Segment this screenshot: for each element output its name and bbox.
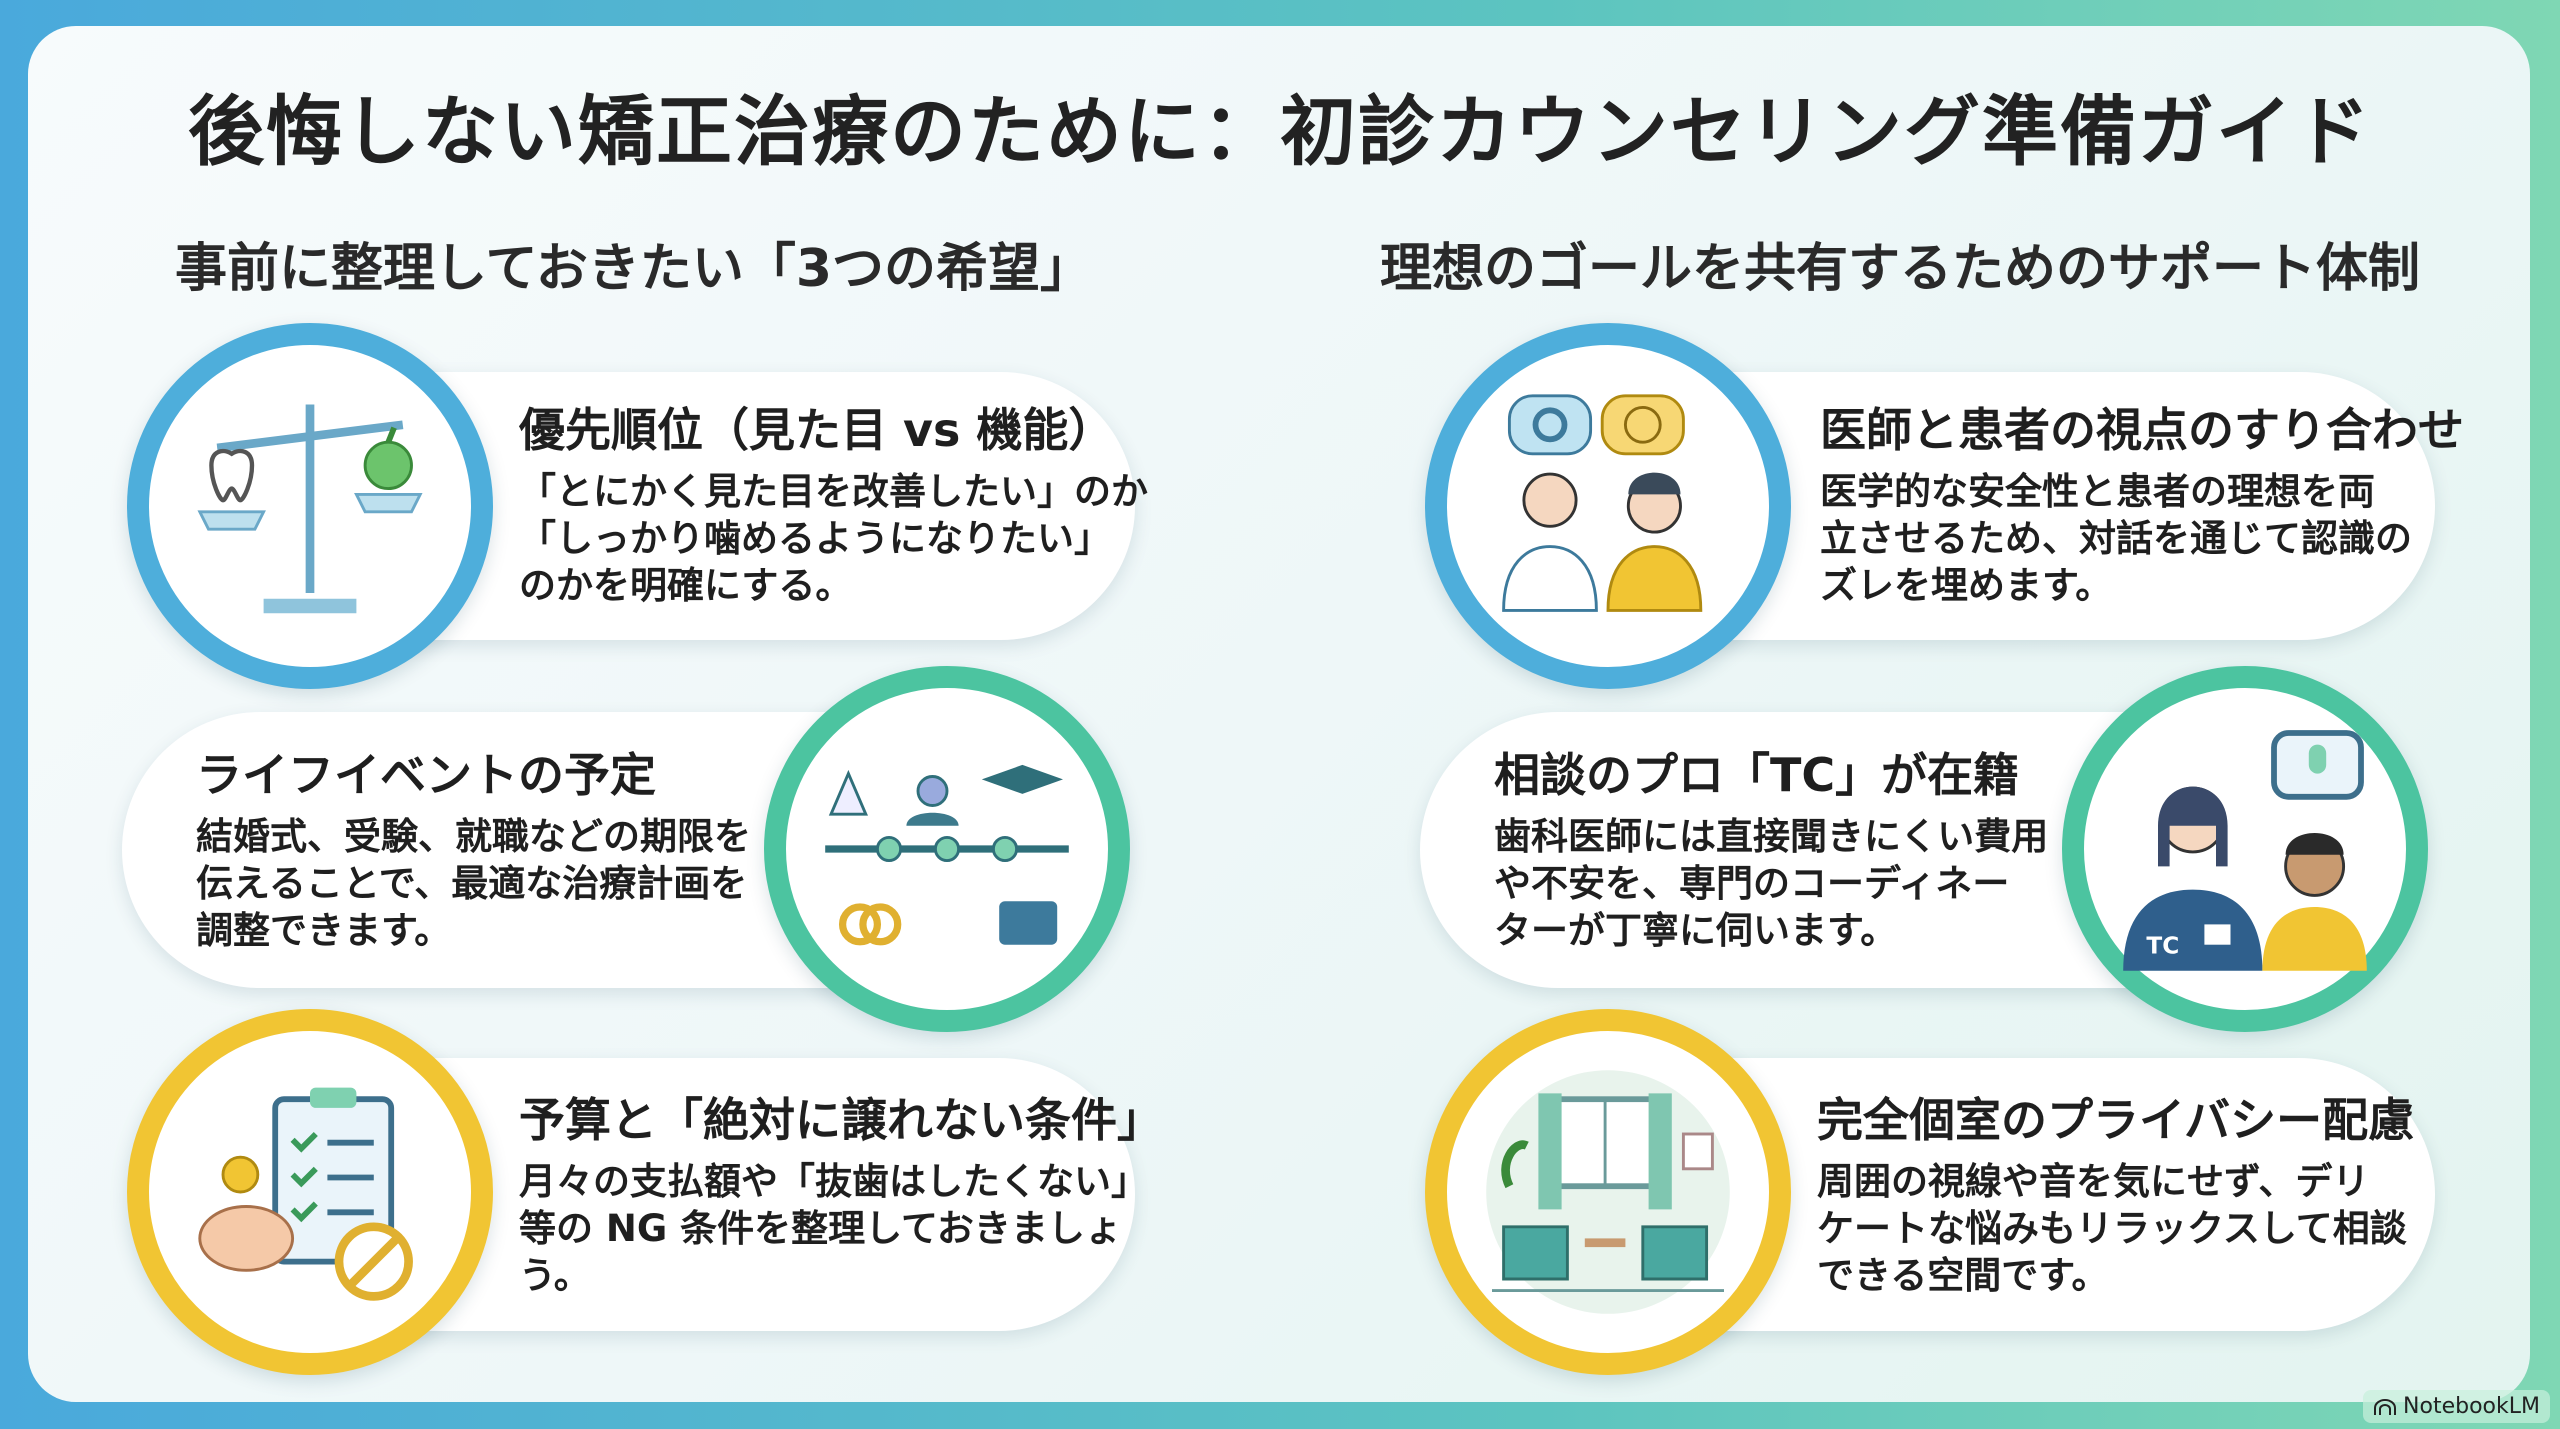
page-title: 後悔しない矯正治療のために：初診カウンセリング準備ガイド <box>188 87 2372 176</box>
card-body-line: 周囲の視線や音を気にせず、デリ <box>1817 1160 2370 1203</box>
card-title: 完全個室のプライバシー配慮 <box>1817 1093 2415 1147</box>
tc-badge: TC <box>2146 932 2179 959</box>
left-section-heading: 事前に整理しておきたい「3つの希望」 <box>175 239 1093 299</box>
coordinator-icon: TC <box>2062 666 2428 1032</box>
doctor-patient-icon <box>1425 323 1791 689</box>
life-timeline-icon <box>764 666 1130 1032</box>
card-title: 予算と「絶対に譲れない条件」 <box>519 1093 1163 1147</box>
private-room-icon <box>1425 1009 1791 1375</box>
card-title: 優先順位（見た目 vs 機能） <box>519 403 1115 457</box>
brand-label: NotebookLM <box>2403 1394 2540 1419</box>
card-body-line: 結婚式、受験、就職などの期限を <box>196 815 751 858</box>
card-title: ライフイベントの予定 <box>196 748 656 802</box>
card-body-line: う。 <box>519 1254 591 1297</box>
card-budget-text: 予算と「絶対に譲れない条件」 月々の支払額や「抜歯はしたくない」等の NG 条件… <box>519 1090 1163 1299</box>
card-title: 医師と患者の視点のすり合わせ <box>1820 403 2464 457</box>
right-section-heading: 理想のゴールを共有するためのサポート体制 <box>1380 239 2421 299</box>
card-body-line: ケートな悩みもリラックスして相談 <box>1817 1207 2407 1250</box>
card-privacy-text: 完全個室のプライバシー配慮 周囲の視線や音を気にせず、デリケートな悩みもリラック… <box>1817 1090 2414 1299</box>
card-body-line: や不安を、専門のコーディネー <box>1494 862 2010 905</box>
card-body-line: 医学的な安全性と患者の理想を両 <box>1820 470 2375 513</box>
card-alignment-text: 医師と患者の視点のすり合わせ 医学的な安全性と患者の理想を両立させるため、対話を… <box>1820 400 2464 609</box>
card-tc-text: 相談のプロ「TC」が在籍 歯科医師には直接聞きにくい費用や不安を、専門のコーディ… <box>1494 745 2048 954</box>
card-body-line: 立させるため、対話を通じて認識の <box>1820 517 2412 560</box>
card-body-line: 「しっかり噛めるようになりたい」 <box>519 517 1111 560</box>
card-body-line: できる空間です。 <box>1817 1254 2109 1297</box>
balance-scale-icon <box>127 323 493 689</box>
card-body-line: ターが丁寧に伺います。 <box>1494 909 1898 952</box>
notebooklm-watermark: NotebookLM <box>2363 1390 2550 1423</box>
card-title: 相談のプロ「TC」が在籍 <box>1494 748 2020 802</box>
card-body-line: 等の NG 条件を整理しておきましょ <box>519 1207 1122 1250</box>
card-body-line: 伝えることで、最適な治療計画を <box>196 862 748 905</box>
card-body-line: ズレを埋めます。 <box>1820 564 2113 607</box>
card-life-events-text: ライフイベントの予定 結婚式、受験、就職などの期限を伝えることで、最適な治療計画… <box>196 745 751 954</box>
notebooklm-logo-icon <box>2374 1398 2397 1415</box>
card-body-line: 歯科医師には直接聞きにくい費用 <box>1494 815 2049 858</box>
card-body-line: 月々の支払額や「抜歯はしたくない」 <box>519 1160 1148 1203</box>
budget-checklist-icon <box>127 1009 493 1375</box>
card-body-line: 「とにかく見た目を改善したい」のか <box>519 470 1148 513</box>
card-body-line: のかを明確にする。 <box>519 564 853 607</box>
card-priority-text: 優先順位（見た目 vs 機能） 「とにかく見た目を改善したい」のか「しっかり噛め… <box>519 400 1148 609</box>
card-body-line: 調整できます。 <box>196 909 452 952</box>
